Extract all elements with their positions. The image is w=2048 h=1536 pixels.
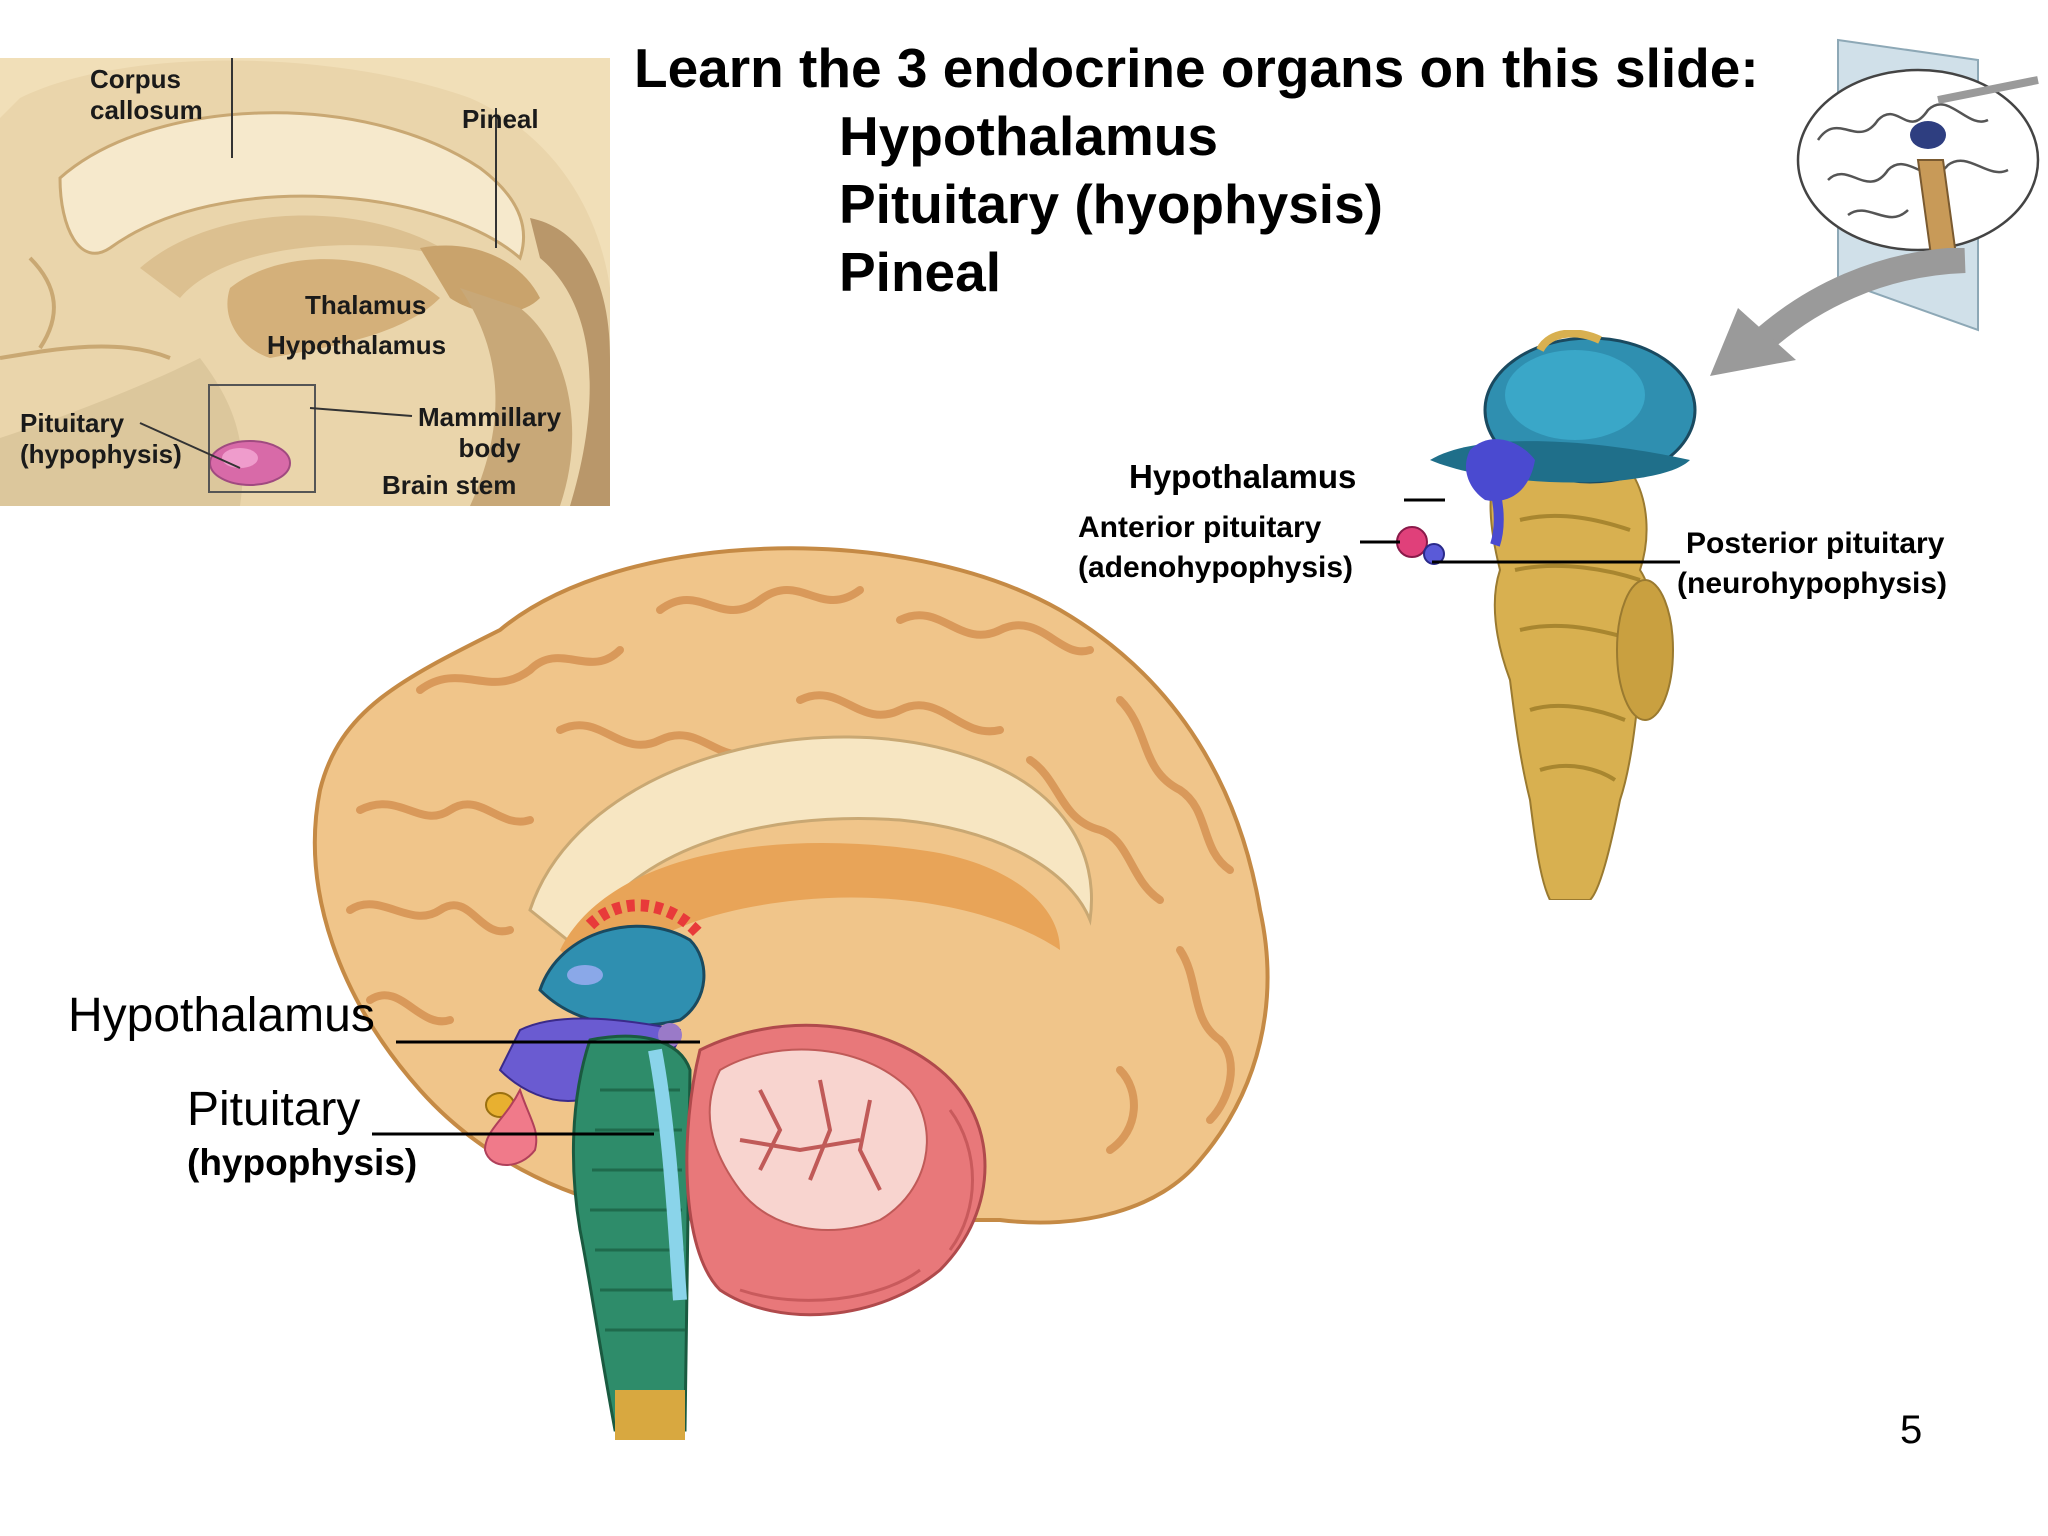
brainstem-label-posterior-pituitary: Posterior pituitary [1686,527,1945,560]
main-leader-lines [372,1040,700,1136]
label-hypothalamus: Hypothalamus [267,330,447,360]
label-pineal: Pineal [462,104,539,134]
brainstem-label-hypothalamus: Hypothalamus [1129,458,1357,495]
inset-brain-figure: Corpus callosum Pineal Thalamus Hypothal… [0,58,610,506]
brainstem-label-adenohypophysis: (adenohypophysis) [1078,551,1354,584]
inset-brain-illustration [0,58,610,506]
label-thalamus: Thalamus [305,290,427,320]
main-brain-illustration [312,546,1270,1440]
label-brain-stem: Brain stem [382,470,517,500]
main-label-hypothalamus: Hypothalamus [68,989,375,1042]
organ-item-pineal: Pineal [839,241,1002,303]
slide-title: Learn the 3 endocrine organs on this sli… [634,37,1759,99]
brainstem-leader-lines [1360,498,1680,564]
brainstem-label-neurohypophysis: (neurohypophysis) [1677,567,1948,600]
slide-title-block: Learn the 3 endocrine organs on this sli… [634,34,1759,306]
organ-item-hypothalamus: Hypothalamus [839,105,1218,167]
label-pituitary: Pituitary (hypophysis) [20,408,182,469]
label-corpus-callosum: Corpus callosum [90,64,203,125]
main-label-hypophysis: (hypophysis) [187,1142,418,1183]
organ-item-pituitary: Pituitary (hyophysis) [839,173,1383,235]
brainstem-label-anterior-pituitary: Anterior pituitary [1078,511,1322,544]
brainstem-illustration [1430,330,1697,900]
label-mammillary-body: Mammillary body [418,402,562,463]
orientation-arrow [1710,248,1966,376]
page-number: 5 [1900,1408,1923,1452]
main-label-pituitary: Pituitary [187,1083,361,1136]
